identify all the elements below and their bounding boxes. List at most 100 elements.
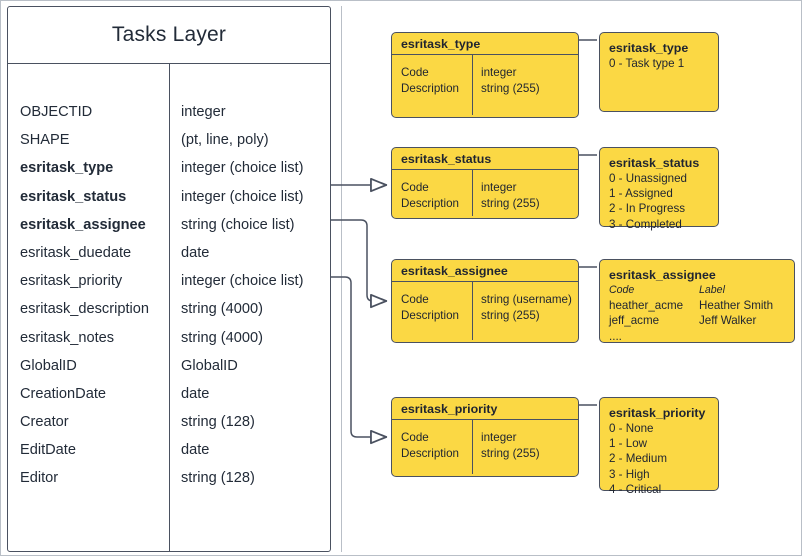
domain-value-line: 0 - None xyxy=(609,422,654,435)
domain-value-line: 1 - Low xyxy=(609,437,648,451)
domain-value-line: 3 - High xyxy=(609,467,650,481)
domain-table-body: Code Description string (username) strin… xyxy=(392,282,578,341)
description-label: Description xyxy=(401,81,459,95)
domain-table-type[interactable]: esritask_type Code Description integer s… xyxy=(391,32,579,118)
domain-table-title: esritask_type xyxy=(392,33,578,55)
panel-divider xyxy=(341,6,342,552)
domain-value-line: 1 - Assigned xyxy=(609,187,673,201)
domain-values-type[interactable]: esritask_type 0 - Task type 1 xyxy=(599,32,719,112)
field-name-row: esritask_duedate xyxy=(20,244,132,261)
field-name-row: EditDate xyxy=(20,442,76,459)
assignee-label-cell: Heather Smith xyxy=(699,299,774,313)
field-type-row: (pt, line, poly) xyxy=(181,132,269,149)
field-type-column: integer (pt, line, poly) integer (choice l… xyxy=(181,98,331,493)
field-name-column: OBJECTID SHAPE esritask_type esritask_statu… xyxy=(20,98,170,493)
field-type-row: integer xyxy=(181,104,226,120)
domain-table-types: integer string (255) xyxy=(481,65,540,96)
field-name-row: esritask_assignee xyxy=(20,216,146,233)
description-type: string (255) xyxy=(481,196,540,210)
field-type-row: string (128) xyxy=(181,470,255,487)
domain-table-divider xyxy=(472,55,473,116)
domain-table-title: esritask_priority xyxy=(392,398,578,420)
code-type: integer xyxy=(481,181,517,194)
domain-value-line: 0 - Unassigned xyxy=(609,172,687,185)
connector-priority xyxy=(331,276,388,445)
domain-table-body: Code Description integer string (255) xyxy=(392,420,578,475)
field-type-row: date xyxy=(181,385,210,402)
domain-table-fields: Code Description xyxy=(401,180,459,211)
code-label: Code xyxy=(401,431,429,444)
description-label: Description xyxy=(401,308,459,322)
domain-values-list: 0 - Task type 1 xyxy=(609,56,709,71)
code-label: Code xyxy=(401,181,429,194)
field-name-row: GlobalID xyxy=(20,357,77,374)
assignee-label-cell: Jeff Walker xyxy=(699,314,757,328)
field-type-row: string (4000) xyxy=(181,301,263,318)
domain-value-line: 0 - Task type 1 xyxy=(609,57,685,70)
domain-table-fields: Code Description xyxy=(401,292,459,323)
domain-table-types: integer string (255) xyxy=(481,430,540,461)
description-type: string (255) xyxy=(481,81,540,95)
field-type-row: GlobalID xyxy=(181,357,238,374)
field-type-row: string (128) xyxy=(181,414,255,431)
domain-table-divider xyxy=(472,170,473,217)
assignee-code-cell: .... xyxy=(609,329,622,343)
field-name-row: SHAPE xyxy=(20,132,70,149)
domain-table-divider xyxy=(472,420,473,475)
field-name-row: CreationDate xyxy=(20,385,106,402)
layer-field-list: OBJECTID SHAPE esritask_type esritask_statu… xyxy=(8,64,330,551)
description-type: string (255) xyxy=(481,446,540,460)
domain-table-types: integer string (255) xyxy=(481,180,540,211)
description-type: string (255) xyxy=(481,308,540,322)
connector-assignee xyxy=(331,219,388,309)
field-type-row: integer (choice list) xyxy=(181,273,304,290)
description-label: Description xyxy=(401,196,459,210)
layer-title: Tasks Layer xyxy=(8,7,330,64)
field-name-row: esritask_description xyxy=(20,301,149,318)
domain-table-assignee[interactable]: esritask_assignee Code Description strin… xyxy=(391,259,579,343)
domain-table-fields: Code Description xyxy=(401,430,459,461)
field-name-row: OBJECTID xyxy=(20,104,93,120)
code-label: Code xyxy=(401,293,429,306)
assignee-label-header: Label xyxy=(699,284,725,296)
layer-column-divider xyxy=(169,64,170,551)
field-type-row: string (choice list) xyxy=(181,216,295,233)
field-type-row: string (4000) xyxy=(181,329,263,346)
domain-values-title: esritask_status xyxy=(609,156,700,170)
domain-value-line: 3 - Completed xyxy=(609,217,682,231)
domain-table-title: esritask_status xyxy=(392,148,578,170)
field-type-row: date xyxy=(181,244,210,261)
domain-table-priority[interactable]: esritask_priority Code Description integ… xyxy=(391,397,579,477)
field-name-row: Editor xyxy=(20,470,59,487)
field-name-row: esritask_status xyxy=(20,188,127,205)
domain-values-status[interactable]: esritask_status 0 - Unassigned 1 - Assign… xyxy=(599,147,719,231)
domain-table-fields: Code Description xyxy=(401,65,459,96)
domain-values-title: esritask_type xyxy=(609,41,689,55)
field-name-row: esritask_priority xyxy=(20,273,123,290)
code-type: string (username) xyxy=(481,293,572,306)
assignee-code-header: Code xyxy=(609,284,635,296)
assignee-label-cell xyxy=(699,329,773,344)
field-type-row: integer (choice list) xyxy=(181,188,304,205)
domain-value-line: 4 - Critical xyxy=(609,482,662,496)
domain-table-title: esritask_assignee xyxy=(392,260,578,282)
field-name-row: esritask_type xyxy=(20,160,114,177)
code-label: Code xyxy=(401,66,429,79)
field-type-row: date xyxy=(181,442,210,459)
field-name-row: Creator xyxy=(20,414,69,431)
domain-values-title: esritask_priority xyxy=(609,406,706,420)
domain-values-title: esritask_assignee xyxy=(609,268,716,282)
domain-value-line: 2 - Medium xyxy=(609,452,667,466)
assignee-code-cell: jeff_acme xyxy=(609,314,660,328)
field-type-row: integer (choice list) xyxy=(181,160,304,177)
domain-table-status[interactable]: esritask_status Code Description integer… xyxy=(391,147,579,219)
